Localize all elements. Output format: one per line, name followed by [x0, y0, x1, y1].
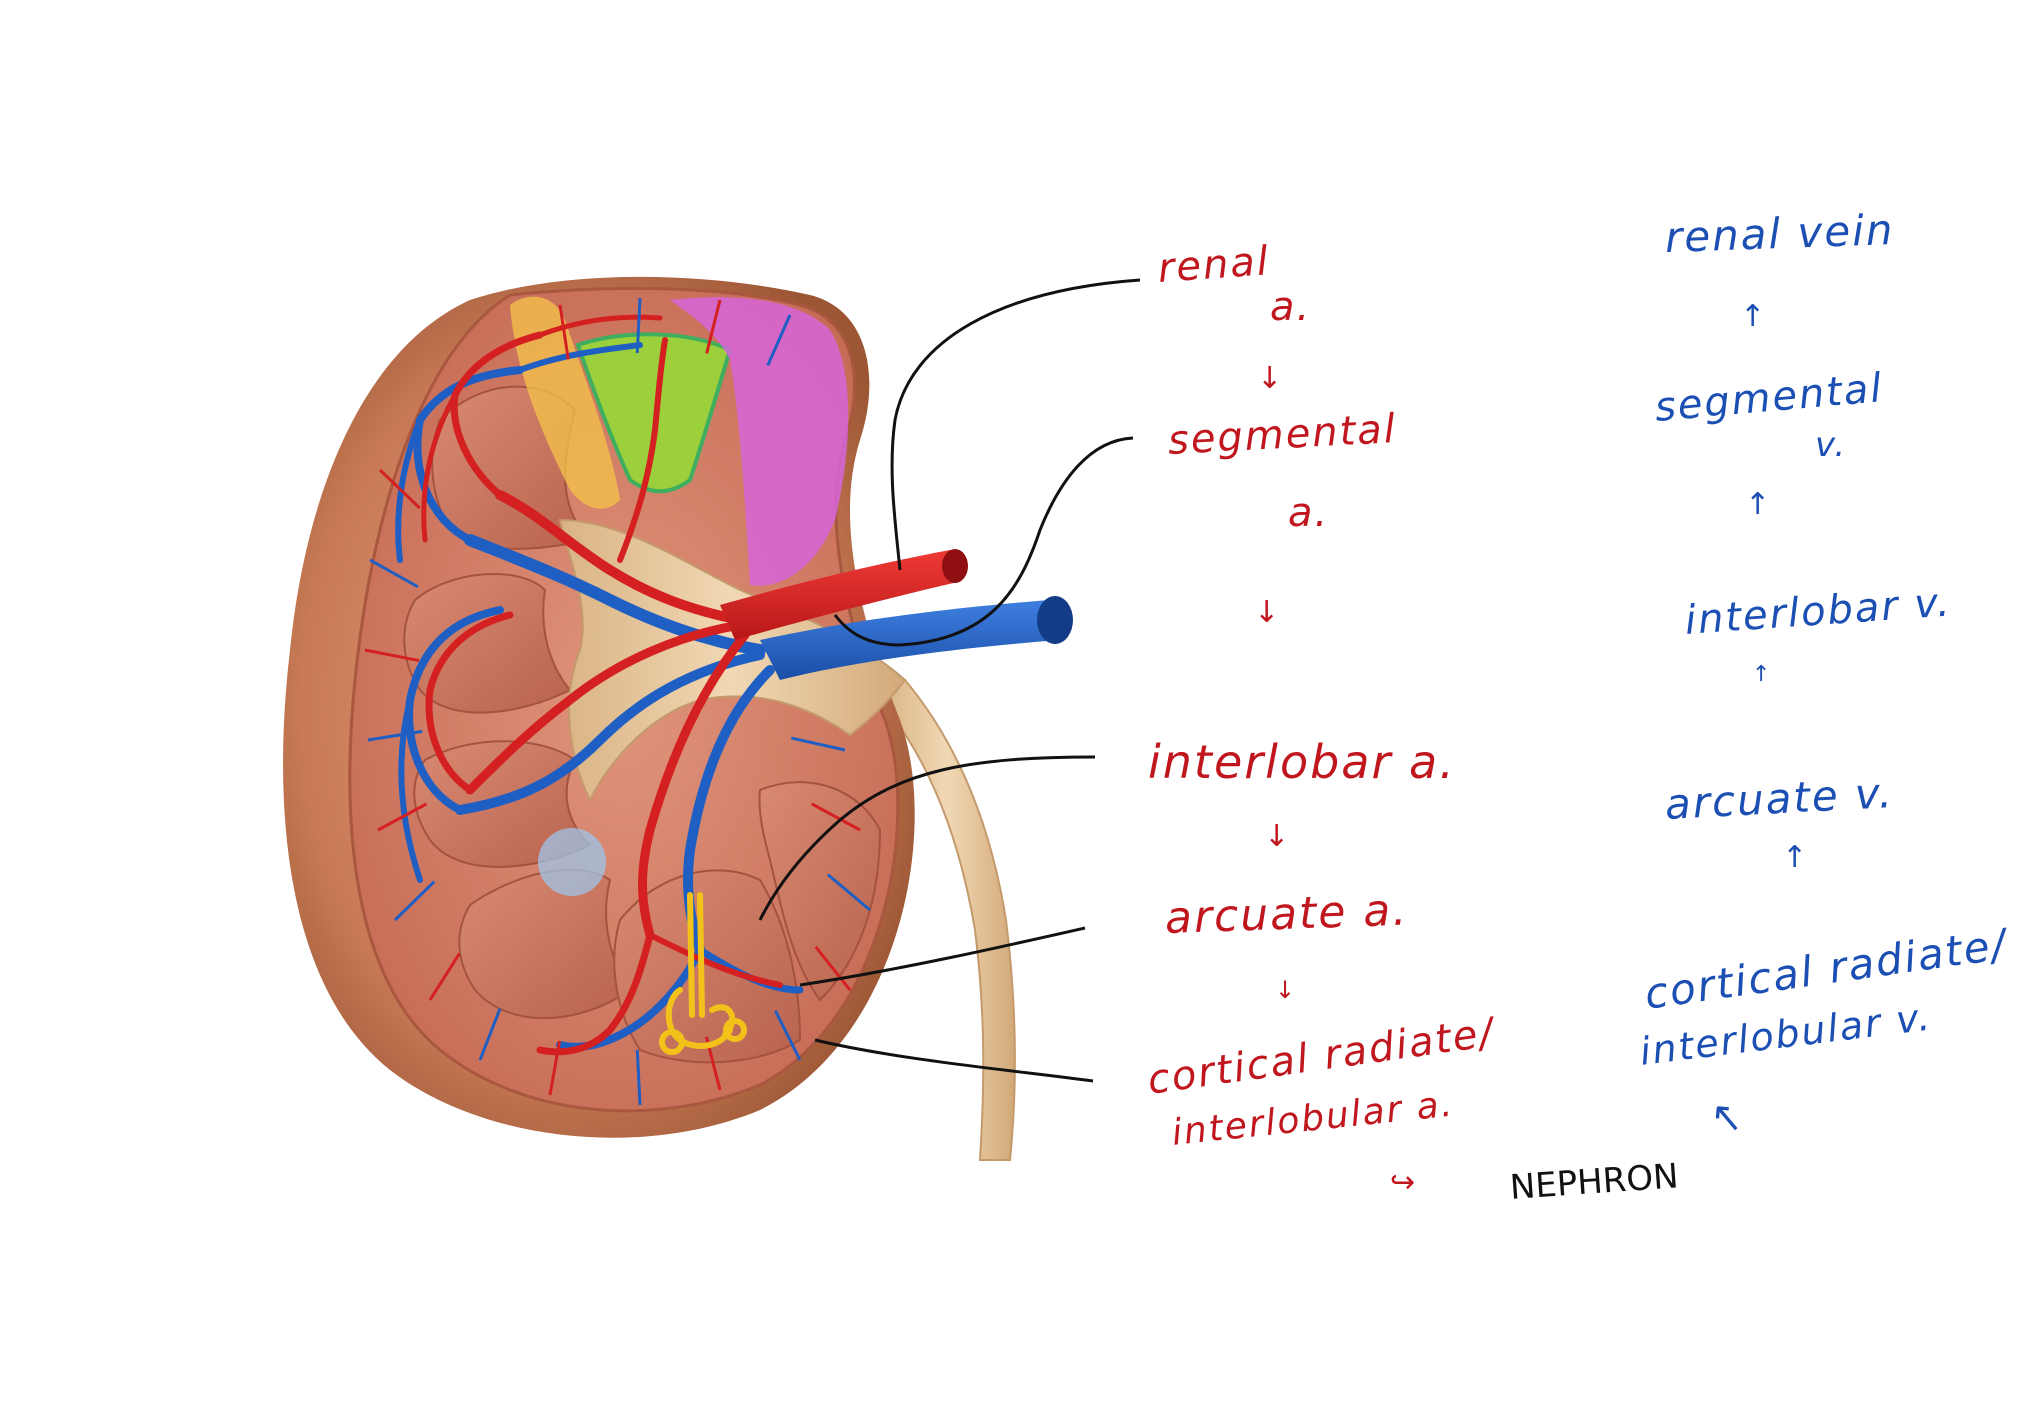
arrow-renal-to-segmental: ↓ — [1257, 361, 1283, 396]
ureter — [878, 678, 1016, 1161]
cortical-twig-12 — [814, 945, 852, 991]
leader-cortical-radiate-a — [814, 1038, 1094, 1083]
cortical-twig-0 — [378, 468, 421, 510]
arrow-segmental-to-renal-vein: ↑ — [1740, 299, 1766, 334]
artery-branch-18 — [537, 314, 663, 338]
arrow-arcuate-to-interlobar-vein: ↑ — [1752, 662, 1771, 687]
artery-branch-10 — [495, 490, 745, 625]
arrow-arcuate-to-cortical-radiate: ↓ — [1275, 976, 1296, 1004]
arrow-segmental-to-interlobar: ↓ — [1254, 595, 1280, 630]
label-segmental-artery-suffix: a. — [1288, 490, 1330, 536]
artery-branch-14 — [425, 611, 514, 794]
leader-segmental-a — [833, 436, 1134, 647]
leader-interlobar-a — [758, 755, 1096, 921]
cortical-twig-14 — [810, 802, 861, 832]
artery-branch-17 — [617, 337, 668, 563]
artery-branch-15 — [536, 931, 654, 1056]
artery-branch-19 — [421, 392, 458, 543]
label-renal-vein: renal vein — [1664, 205, 1896, 262]
label-segmental-vein-suffix: v. — [1815, 425, 1848, 465]
leader-lines — [758, 278, 1141, 1083]
cortical-twig-3 — [367, 729, 423, 742]
cortical-twig-8 — [548, 1040, 562, 1096]
label-arcuate-artery: arcuate a. — [1164, 884, 1410, 944]
renal-artery-trunk — [720, 550, 958, 640]
label-interlobar-artery: interlobar a. — [1148, 735, 1456, 789]
cortical-twig-19 — [766, 314, 792, 366]
cortical-twig-1 — [369, 558, 419, 589]
arrow-cortical-radiate-to-arcuate-vein: ↑ — [1782, 840, 1808, 875]
vein-branch-8 — [398, 697, 423, 883]
cortical-twig-13 — [826, 873, 871, 912]
renal-vein-opening — [1037, 596, 1073, 644]
cortical-twig-18 — [705, 299, 722, 354]
nephron-illustration — [659, 892, 747, 1055]
cortical-twig-16 — [558, 304, 570, 360]
label-renal-artery-suffix: a. — [1270, 284, 1312, 330]
highlight-magenta-lobe — [670, 297, 849, 586]
cortical-twig-7 — [478, 1008, 502, 1061]
cortical-twig-15 — [790, 736, 846, 752]
arrow-interlobar-to-segmental-vein: ↑ — [1745, 487, 1771, 522]
pyramid-right — [758, 781, 882, 1002]
vascular-tree — [364, 297, 871, 1106]
renal-artery-opening — [942, 549, 968, 583]
artery-branch-11 — [465, 620, 745, 795]
vein-branch-7 — [395, 417, 423, 563]
vein-branch-0 — [464, 534, 766, 656]
artery-branch-16 — [647, 932, 783, 988]
cortical-twig-6 — [428, 952, 461, 1001]
cortical-twig-5 — [393, 880, 436, 922]
leader-renal-a — [890, 278, 1141, 571]
cortical-twig-9 — [635, 1049, 642, 1106]
arrow-curve-to-nephron: ↪ — [1390, 1165, 1416, 1200]
cortical-twig-2 — [364, 648, 420, 663]
artery-branch-12 — [638, 630, 750, 940]
minor-calyx-highlight — [538, 828, 606, 896]
cortical-twig-17 — [635, 297, 642, 354]
vein-branch-1 — [455, 650, 765, 815]
cortical-twig-4 — [377, 802, 428, 832]
renal-pyramids — [403, 385, 882, 1064]
renal-vein-trunk — [760, 600, 1060, 680]
label-renal-artery: renal — [1156, 238, 1272, 292]
vein-branch-9 — [517, 342, 643, 373]
cortical-twig-11 — [774, 1010, 802, 1061]
highlight-yellow-band — [510, 296, 620, 509]
arrow-interlobar-to-arcuate: ↓ — [1264, 819, 1290, 854]
leader-arcuate-a — [799, 926, 1086, 987]
pyramid-bottom — [613, 869, 802, 1064]
